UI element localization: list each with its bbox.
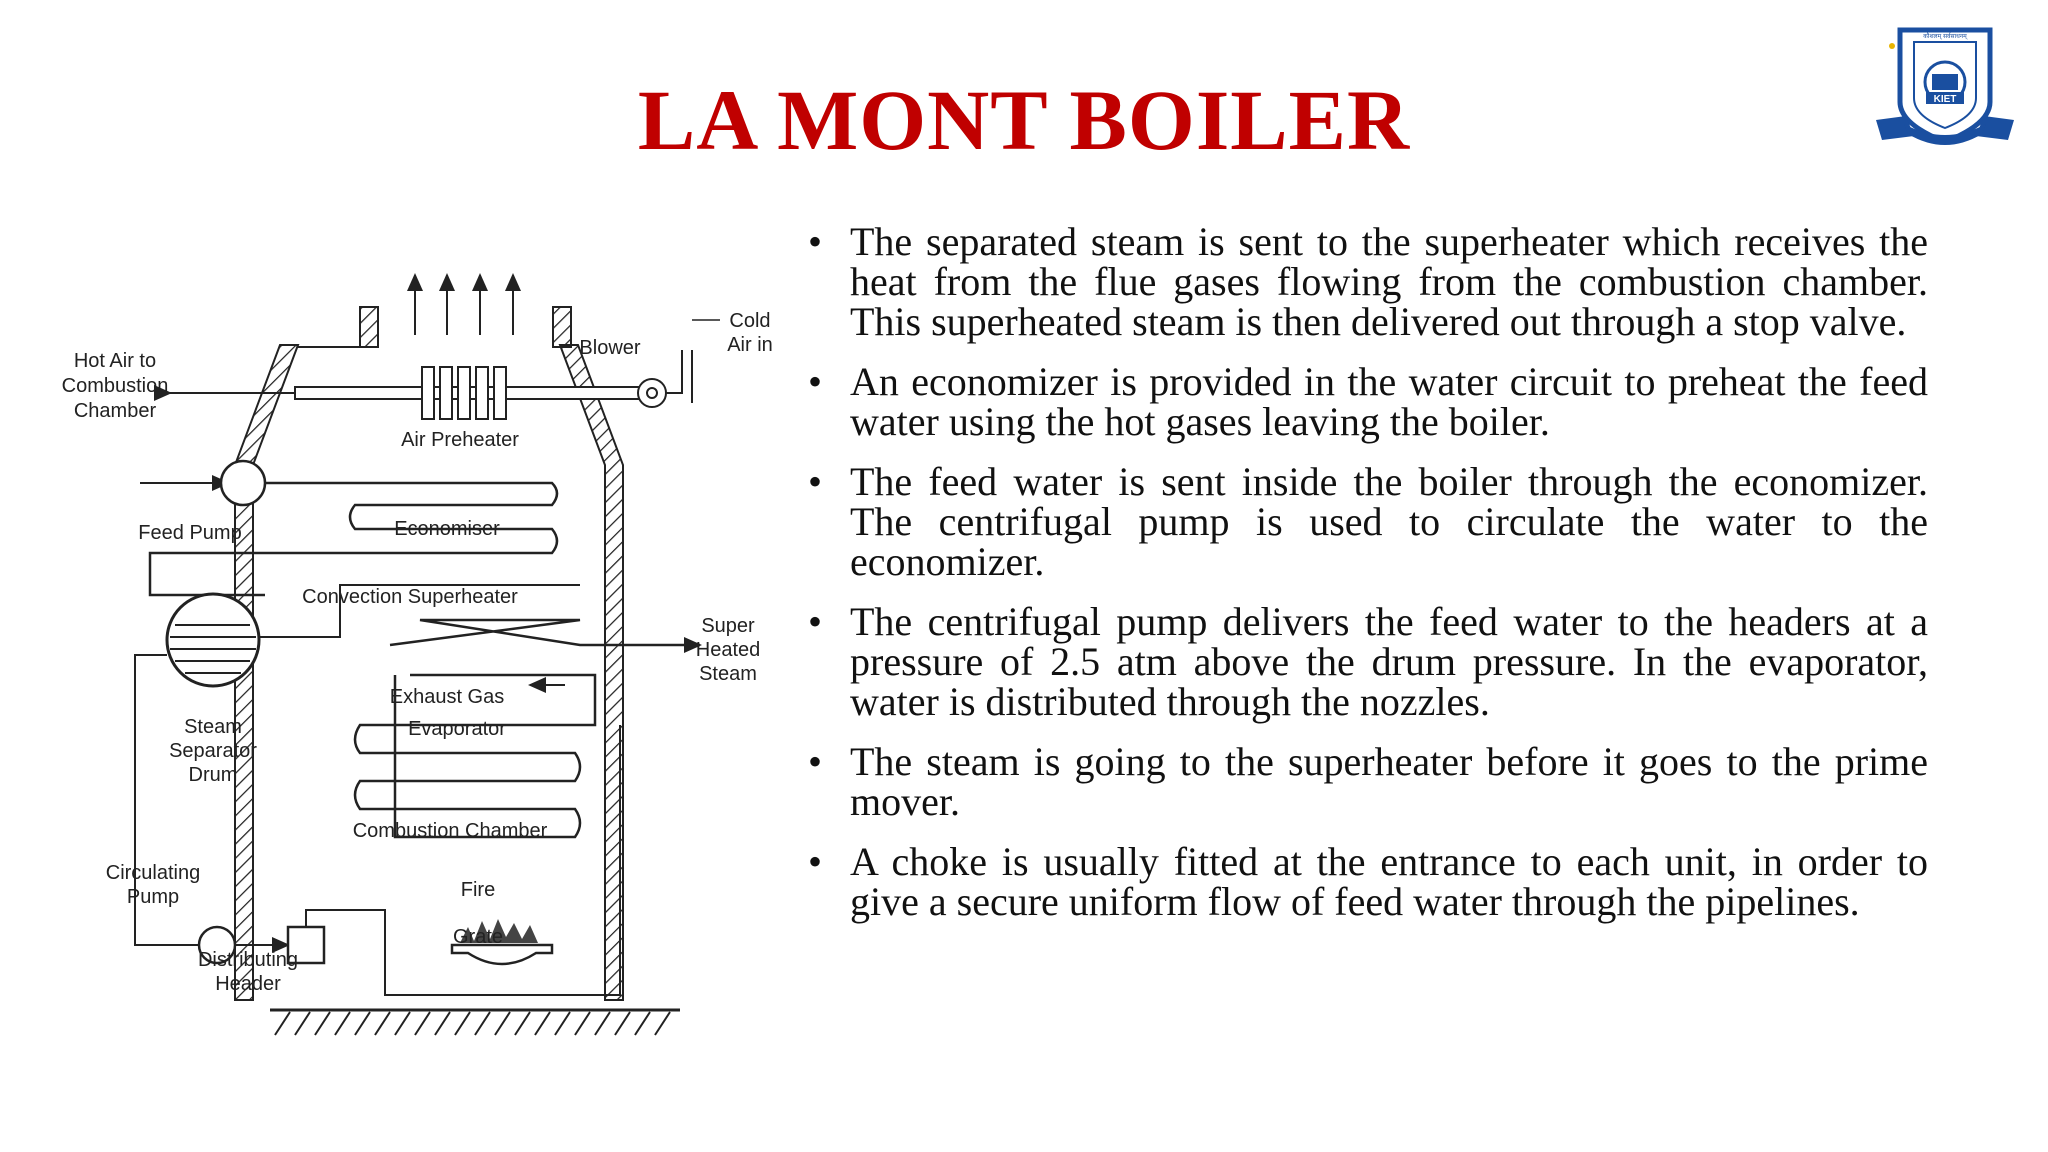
label-hot-air-3: Chamber (74, 400, 157, 422)
bullet-item: • The feed water is sent inside the boile… (808, 462, 1928, 582)
distributing-header-icon (286, 925, 326, 965)
bullet-item: • The steam is going to the superheater b… (808, 742, 1928, 822)
slide-title: LA MONT BOILER (637, 72, 1411, 168)
bullet-list: • The separated steam is sent to the supe… (808, 222, 1928, 942)
bullet-item: • An economizer is provided in the water … (808, 362, 1928, 442)
bullet-dot: • (808, 219, 823, 264)
air-preheater-tubes (421, 366, 507, 420)
grate-icon (450, 943, 554, 966)
bullet-text: The separated steam is sent to the super… (850, 219, 1928, 344)
label-exhaust-gas: Exhaust Gas (390, 686, 505, 708)
logo-name: KIET (1934, 94, 1957, 105)
bullet-dot: • (808, 359, 823, 404)
bullet-text: The centrifugal pump delivers the feed w… (850, 599, 1928, 724)
label-steam-drum-2: Separator (169, 740, 257, 762)
label-hot-air-1: Hot Air to (74, 350, 156, 372)
cold-air-duct (666, 350, 683, 394)
label-hot-air-2: Combustion (62, 375, 169, 397)
label-fire: Fire (461, 879, 495, 901)
bullet-text: The feed water is sent inside the boiler… (850, 459, 1928, 584)
label-steam-drum-1: Steam (184, 716, 242, 738)
label-economiser: Economiser (394, 518, 500, 540)
label-super-heated-steam-3: Steam (699, 663, 757, 685)
label-super-heated-steam-1: Super (701, 615, 755, 637)
label-cold-air-1: Cold (729, 310, 770, 332)
logo-ribbon-right (1976, 116, 2014, 140)
ground-hatch (274, 1011, 671, 1036)
logo-star-icon (1889, 43, 1895, 49)
bullet-dot: • (808, 459, 823, 504)
label-distributing-header-2: Header (215, 973, 281, 995)
label-super-heated-steam-2: Heated (696, 639, 761, 661)
label-combustion-chamber: Combustion Chamber (353, 820, 548, 842)
fire-icon (460, 919, 538, 943)
label-feed-pump: Feed Pump (138, 522, 241, 544)
logo-ribbon-left (1876, 116, 1914, 140)
bullet-text: The steam is going to the superheater be… (850, 739, 1928, 824)
bullet-item: • The centrifugal pump delivers the feed … (808, 602, 1928, 722)
boiler-right-wall (558, 344, 624, 1001)
header-riser-line (305, 725, 621, 996)
label-steam-drum-3: Drum (189, 764, 238, 786)
logo-motto: कौशलम् सर्वसाधनम् (1923, 32, 1967, 40)
drum-water-lines (170, 624, 256, 674)
label-distributing-header-1: Distributing (198, 949, 298, 971)
logo-inner-ring (1913, 41, 1977, 130)
bullet-text: An economizer is provided in the water c… (850, 359, 1928, 444)
la-mont-boiler-diagram: Hot Air to Combustion Chamber Blower Col… (62, 273, 773, 1036)
kiet-logo: KIET कौशलम् सर्वसाधनम् (1876, 27, 2014, 145)
label-circulating-pump-2: Pump (127, 886, 179, 908)
chimney-right-cap (552, 306, 572, 348)
logo-ribbon-center (1904, 124, 1986, 145)
label-evaporator: Evaporator (408, 718, 506, 740)
label-blower: Blower (579, 337, 640, 359)
feed-pump-icon (219, 459, 267, 507)
bullet-item: • The separated steam is sent to the supe… (808, 222, 1928, 342)
chimney-left-cap (359, 306, 379, 348)
steam-separator-drum-icon (165, 592, 261, 688)
logo-name-plate (1926, 92, 1964, 104)
bullet-item: • A choke is usually fitted at the entran… (808, 842, 1928, 922)
drum-to-superheater-line (259, 584, 580, 638)
circulation-down-line (134, 654, 200, 946)
bullet-text: A choke is usually fitted at the entranc… (850, 839, 1928, 924)
evaporator-coil (353, 673, 597, 839)
convection-superheater-coil (389, 618, 700, 647)
label-cold-air-2: Air in (727, 334, 773, 356)
bullet-dot: • (808, 599, 823, 644)
economiser-coil (148, 481, 559, 597)
bullet-dot: • (808, 739, 823, 784)
logo-book (1932, 74, 1958, 90)
label-convection-superheater: Convection Superheater (302, 586, 518, 608)
label-air-preheater: Air Preheater (401, 429, 519, 451)
bullet-dot: • (808, 839, 823, 884)
label-circulating-pump-1: Circulating (106, 862, 200, 884)
label-grate: Grate (453, 926, 503, 948)
